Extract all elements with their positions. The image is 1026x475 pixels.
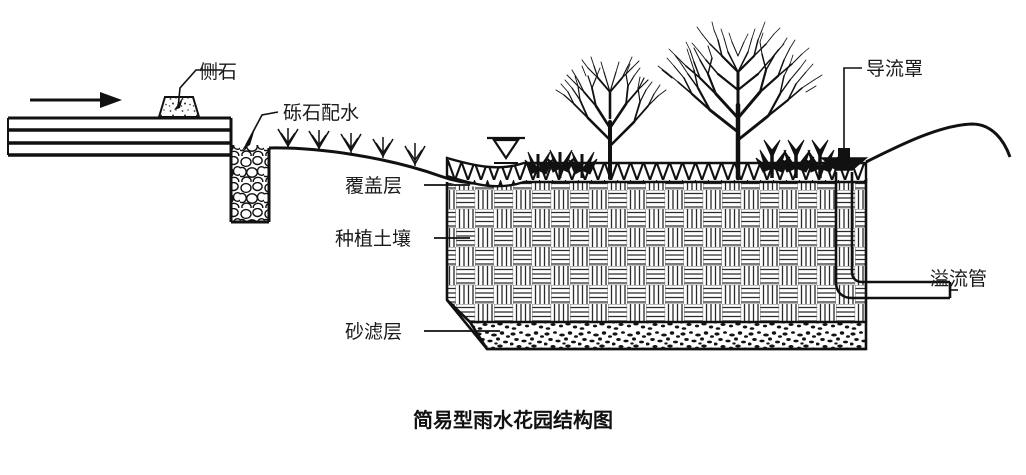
label-sand-filter-layer: 砂滤层 [345, 321, 402, 343]
tree-small [555, 56, 667, 180]
label-mulch-layer: 覆盖层 [345, 175, 402, 197]
flow-guide-hood [819, 148, 869, 171]
road-pavement [7, 116, 231, 169]
diagram-caption: 简易型雨水花园结构图 [413, 408, 613, 432]
label-curb: 侧石 [199, 61, 237, 83]
flow-direction-arrow [30, 92, 122, 108]
flow-guide-hood-leader [843, 67, 862, 152]
curb-leader [174, 69, 222, 110]
basin-edge-plants [524, 149, 598, 178]
label-flow-guide-hood: 导流罩 [866, 58, 923, 80]
sand-filter-layer [467, 320, 868, 351]
grass-tufts [277, 128, 426, 166]
embankment-slope [865, 122, 1012, 164]
gravel-trench [229, 118, 271, 224]
tree-large [657, 21, 823, 181]
gravel-distribution-leader [242, 111, 279, 150]
basin-body [445, 178, 868, 323]
label-planting-soil: 种植土壤 [335, 228, 411, 250]
label-overflow-pipe: 溢流管 [930, 268, 987, 290]
label-gravel-distribution: 砾石配水 [283, 102, 359, 124]
